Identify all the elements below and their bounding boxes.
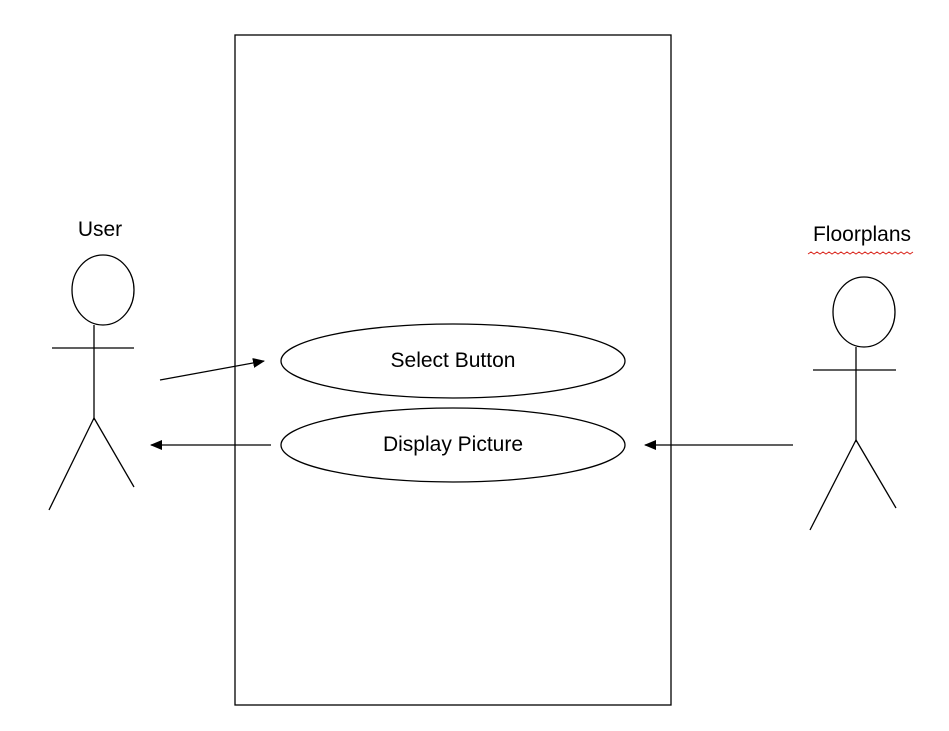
actor-floorplans[interactable]: Floorplans (807, 223, 914, 531)
actor-floorplans-left-leg (809, 439, 857, 531)
use-case-select-button-ellipse (280, 323, 626, 399)
use-case-display-picture-ellipse (280, 407, 626, 483)
actor-user[interactable]: User (48, 218, 135, 511)
use-case-select-button[interactable]: Select Button (280, 323, 626, 399)
use-case-display-picture-label: Display Picture (383, 433, 523, 456)
actor-floorplans-label: Floorplans (813, 223, 911, 246)
spellcheck-underline (807, 251, 914, 255)
actor-floorplans-head (832, 276, 896, 348)
actor-user-left-leg (48, 417, 95, 511)
actor-user-right-leg (93, 417, 135, 488)
use-case-display-picture[interactable]: Display Picture (280, 407, 626, 483)
actor-user-label: User (78, 218, 122, 241)
arrow-user-to-select-button (159, 358, 265, 381)
actor-floorplans-right-leg (855, 439, 897, 509)
use-case-select-button-label: Select Button (391, 349, 516, 372)
actor-user-head (71, 254, 135, 326)
system-boundary (234, 34, 672, 706)
